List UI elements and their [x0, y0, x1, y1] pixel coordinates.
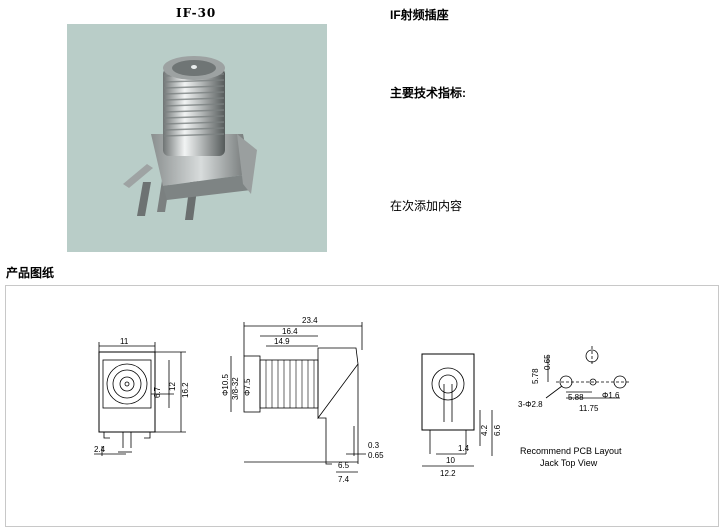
technical-drawing: 11 6.7 12 16.2 2.4 [94, 316, 630, 484]
front-pin: 2.4 [94, 445, 106, 454]
pcb-label-2: Jack Top View [540, 458, 598, 468]
back-pitch: 1.4 [458, 444, 470, 453]
side-t4: 7.4 [338, 475, 350, 484]
front-height-2: 16.2 [181, 382, 190, 398]
pcb-dim-e: Φ1.6 [602, 391, 620, 400]
back-height-1: 4.2 [480, 424, 489, 436]
back-height-2: 6.6 [493, 424, 502, 436]
side-t3: 6.5 [338, 461, 350, 470]
product-title: IF射频插座 [390, 8, 449, 22]
spec-heading: 主要技术指标: [390, 86, 466, 100]
side-t2: 0.65 [368, 451, 384, 460]
front-height-1: 12 [168, 382, 177, 391]
pcb-dim-a: 5.78 [531, 368, 540, 384]
side-length-2: 16.4 [282, 327, 298, 336]
pcb-dim-c: 5.88 [568, 393, 584, 402]
front-depth: 6.7 [153, 386, 162, 398]
pcb-label-1: Recommend PCB Layout [520, 446, 622, 456]
connector-photo-icon [123, 56, 257, 220]
pcb-layout: 5.78 0.65 5.88 11.75 Φ1.6 3-Φ2.8 Recomme… [518, 346, 630, 468]
back-width-1: 10 [446, 456, 455, 465]
side-dia-3: Φ7.5 [243, 378, 252, 396]
side-dia-2: 3/8-32 [231, 377, 240, 400]
side-length-3: 14.9 [274, 337, 290, 346]
front-width: 11 [120, 337, 129, 346]
back-width-2: 12.2 [440, 469, 456, 478]
pcb-dim-f: 3-Φ2.8 [518, 400, 543, 409]
side-t1: 0.3 [368, 441, 380, 450]
pcb-dim-d: 11.75 [579, 404, 599, 413]
pcb-dim-b: 0.65 [543, 354, 552, 370]
drawing-frame: 11 6.7 12 16.2 2.4 [5, 285, 719, 527]
product-photo [67, 24, 327, 252]
side-dia-1: Φ10.5 [221, 373, 230, 396]
model-label: IF-30 [176, 6, 217, 20]
spec-body: 在次添加内容 [390, 199, 463, 213]
front-view: 11 6.7 12 16.2 2.4 [94, 337, 190, 456]
side-view: 23.4 16.4 14.9 Φ10.5 3/8-32 Φ7.5 0.3 0.6… [221, 316, 384, 484]
drawing-heading: 产品图纸 [6, 266, 55, 280]
side-length-1: 23.4 [302, 316, 318, 325]
back-view: 10 12.2 1.4 4.2 6.6 [421, 353, 502, 478]
